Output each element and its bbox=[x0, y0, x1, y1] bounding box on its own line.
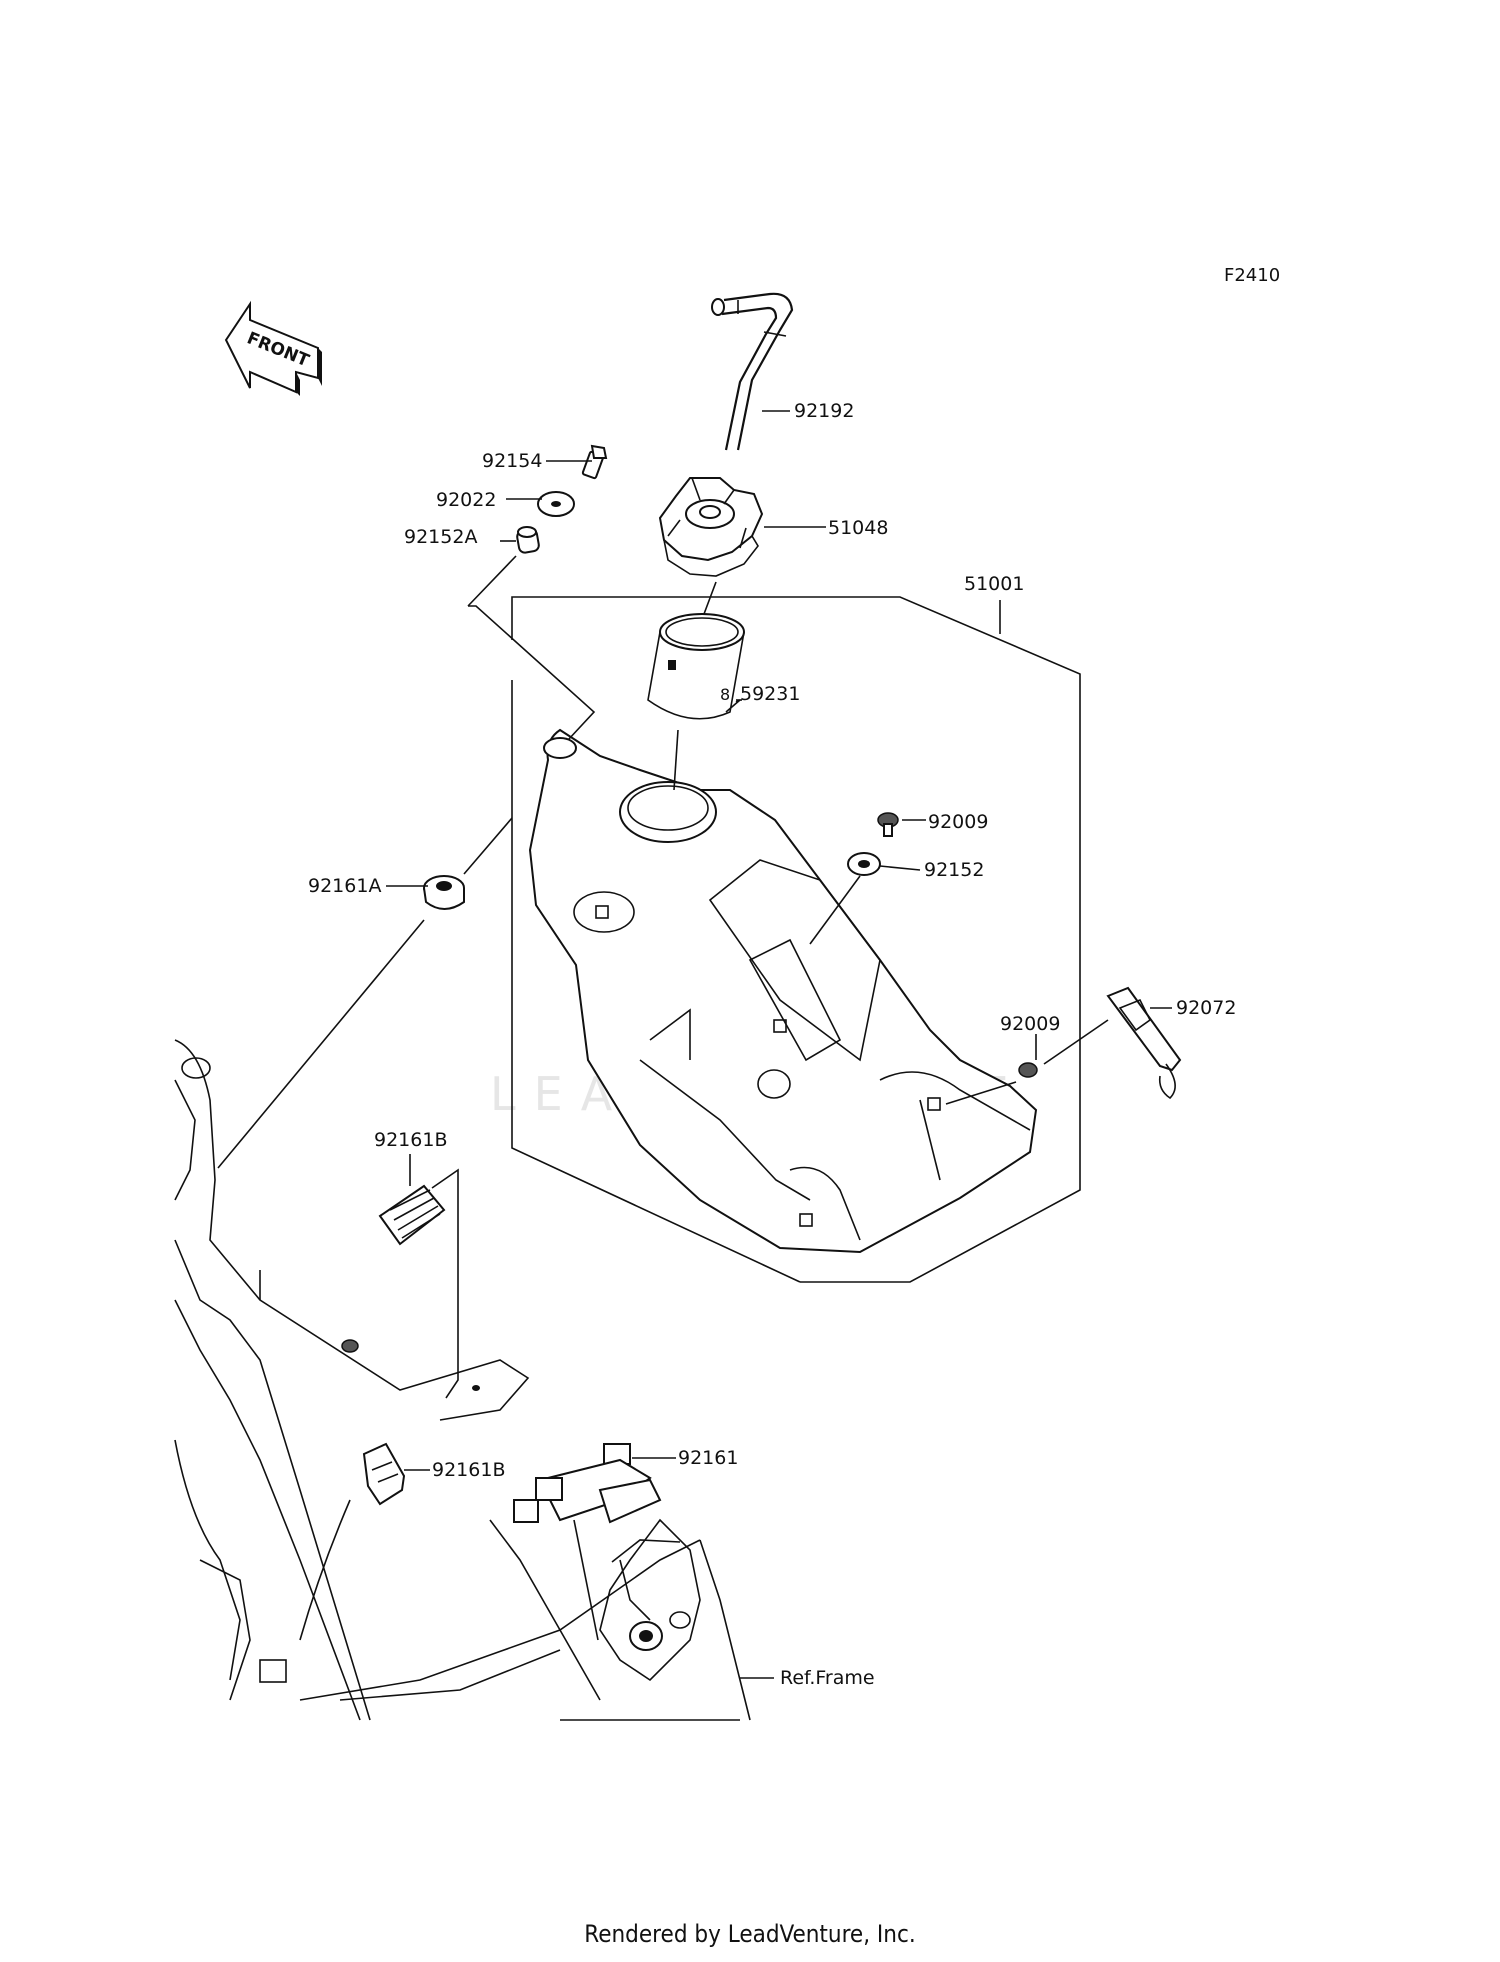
front-direction-arrow-icon: FRONT bbox=[224, 300, 322, 396]
frame-reference bbox=[174, 1039, 751, 1721]
label-92072: 92072 bbox=[1176, 997, 1236, 1019]
collar-92152A bbox=[516, 526, 540, 554]
damper-92161B-lower bbox=[362, 1442, 406, 1506]
assembly-bracket-51001 bbox=[511, 596, 1081, 1283]
label-92152: 92152 bbox=[924, 859, 984, 881]
washer-92022 bbox=[537, 491, 575, 517]
label-ref-frame: Ref.Frame bbox=[780, 1667, 875, 1689]
strap-92072 bbox=[1106, 986, 1182, 1100]
label-92161: 92161 bbox=[678, 1447, 738, 1469]
label-92161B-lower: 92161B bbox=[432, 1459, 505, 1481]
label-92022: 92022 bbox=[436, 489, 496, 511]
svg-text:8: 8 bbox=[720, 685, 730, 704]
breather-hose bbox=[711, 292, 794, 451]
label-59231: 59231 bbox=[740, 683, 800, 705]
damper-92161 bbox=[513, 1443, 662, 1524]
label-92009-upper: 92009 bbox=[928, 811, 988, 833]
fuel-tank-51001 bbox=[528, 728, 1038, 1254]
label-92154: 92154 bbox=[482, 450, 542, 472]
damper-92161A bbox=[423, 875, 465, 910]
fuel-cap-51048 bbox=[658, 477, 764, 577]
leader-lines bbox=[217, 410, 1172, 1679]
label-92161B-upper: 92161B bbox=[374, 1129, 447, 1151]
diagram-code: F2410 bbox=[1224, 265, 1280, 286]
grommet-92152 bbox=[847, 852, 881, 876]
label-92192: 92192 bbox=[794, 400, 854, 422]
damper-92161B-upper bbox=[378, 1184, 446, 1246]
label-51001: 51001 bbox=[964, 573, 1024, 595]
bolt-92154 bbox=[581, 444, 608, 480]
fuel-filter-59231: 8 bbox=[647, 613, 745, 720]
label-92152A: 92152A bbox=[404, 526, 477, 548]
label-92161A: 92161A bbox=[308, 875, 381, 897]
screw-92009-upper bbox=[877, 812, 899, 837]
label-51048: 51048 bbox=[828, 517, 888, 539]
footer-credit: Rendered by LeadVenture, Inc. bbox=[584, 1920, 916, 1948]
label-92009-lower: 92009 bbox=[1000, 1013, 1060, 1035]
screw-92009-lower bbox=[1018, 1062, 1038, 1078]
